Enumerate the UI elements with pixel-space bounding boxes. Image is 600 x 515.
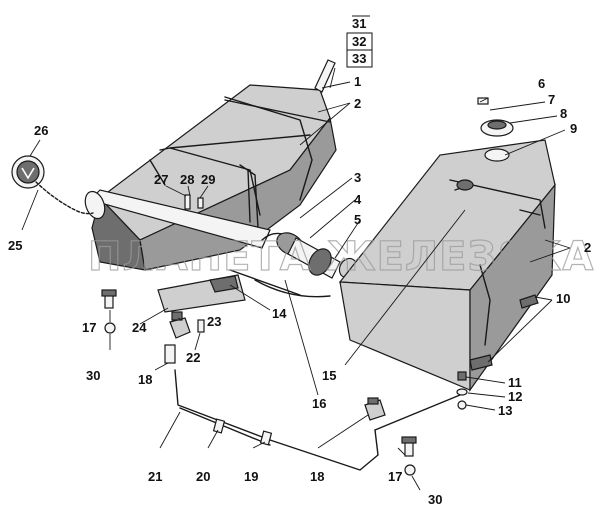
- callout-10: 10: [556, 291, 570, 306]
- callout-1: 1: [354, 74, 361, 89]
- fuel-line: [174, 369, 461, 471]
- callout-33: 33: [352, 51, 366, 66]
- callout-15: 15: [322, 368, 336, 383]
- callout-29: 29: [201, 172, 215, 187]
- callout-11: 11: [508, 375, 522, 390]
- callout-26: 26: [34, 123, 48, 138]
- callout-30-right: 30: [428, 492, 442, 507]
- callout-labels: 31 32 33 1 2 3 4 5 6 7 8 9 2 10 11 12 13…: [8, 15, 591, 507]
- callout-31: 31: [352, 16, 366, 31]
- callout-28: 28: [180, 172, 194, 187]
- callout-24: 24: [132, 320, 147, 335]
- callout-21: 21: [148, 469, 162, 484]
- callout-27: 27: [154, 172, 168, 187]
- leader-lines: [21, 67, 571, 491]
- callout-3: 3: [354, 170, 361, 185]
- callout-22: 22: [186, 350, 200, 365]
- left-fuel-tank: [84, 59, 337, 271]
- right-fuel-tank: [338, 119, 556, 392]
- callout-20: 20: [196, 469, 210, 484]
- callout-17-left: 17: [82, 320, 96, 335]
- callout-17-right: 17: [388, 469, 402, 484]
- callout-18-left: 18: [138, 372, 152, 387]
- callout-14: 14: [272, 306, 287, 321]
- heat-shield: [157, 269, 331, 313]
- callout-2-right: 2: [584, 240, 591, 255]
- callout-19: 19: [244, 469, 258, 484]
- callout-8: 8: [560, 106, 567, 121]
- callout-5: 5: [354, 212, 361, 227]
- watermark-text: ПЛАНЕТА ЖЕЛЕЗЯКА: [88, 234, 594, 280]
- callout-23: 23: [207, 314, 221, 329]
- callout-25: 25: [8, 238, 22, 253]
- callout-18-right: 18: [310, 469, 324, 484]
- callout-12: 12: [508, 389, 522, 404]
- callout-9: 9: [570, 121, 577, 136]
- callout-4: 4: [354, 192, 362, 207]
- callout-32: 32: [352, 34, 366, 49]
- callout-16: 16: [312, 396, 326, 411]
- callout-7: 7: [548, 92, 555, 107]
- callout-6: 6: [538, 76, 545, 91]
- callout-30-left: 30: [86, 368, 100, 383]
- callout-2-left: 2: [354, 96, 361, 111]
- callout-13: 13: [498, 403, 512, 418]
- fuel-cap-with-chain: [11, 155, 94, 215]
